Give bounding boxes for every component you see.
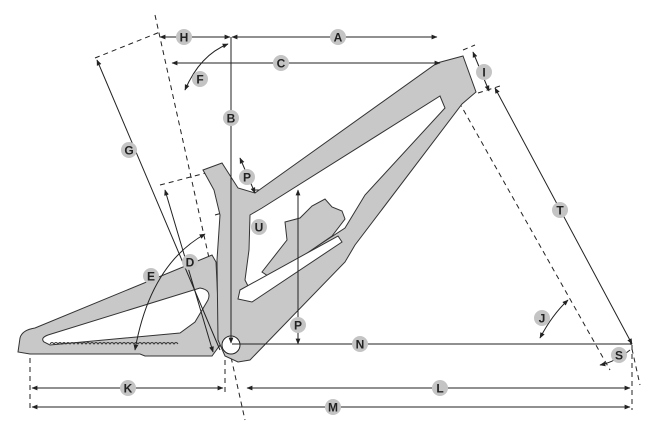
dimension-label-s: S (611, 347, 627, 363)
svg-text:K: K (124, 382, 133, 396)
svg-text:B: B (227, 112, 236, 126)
dimension-label-i: I (476, 64, 492, 80)
dimension-label-f: F (192, 71, 208, 87)
dimension-label-l: L (432, 380, 448, 396)
svg-text:N: N (356, 338, 365, 352)
dimension-label-p: P (290, 317, 306, 333)
dimension-label-m: M (325, 399, 341, 415)
dimension-label-u: U (251, 219, 267, 235)
dimension-label-t: T (552, 202, 568, 218)
svg-text:P: P (294, 319, 302, 333)
dimension-label-d: D (182, 254, 198, 270)
svg-text:D: D (186, 256, 195, 270)
dimension-label-h: H (176, 29, 192, 45)
svg-text:I: I (482, 66, 485, 80)
dimension-label-c: C (273, 55, 289, 71)
svg-text:E: E (147, 270, 155, 284)
svg-text:F: F (196, 73, 203, 87)
svg-text:S: S (615, 349, 623, 363)
dimension-labels: H A F C I B G P U T E D J P N S K L M (120, 29, 627, 415)
dimension-label-n: N (352, 336, 368, 352)
svg-text:J: J (539, 312, 546, 326)
rear-triangle (17, 254, 221, 357)
dimension-label-a: A (330, 29, 346, 45)
shock (261, 198, 346, 277)
dimension-label-g: G (121, 142, 137, 158)
dimension-label-k: K (120, 380, 136, 396)
dimension-label-j: J (534, 310, 550, 326)
svg-text:L: L (436, 382, 443, 396)
dimension-label-p: P (239, 169, 255, 185)
svg-text:U: U (255, 221, 264, 235)
main-frame (202, 55, 477, 363)
svg-text:H: H (180, 31, 189, 45)
dimension-label-e: E (143, 268, 159, 284)
svg-text:T: T (556, 204, 564, 218)
svg-text:A: A (334, 31, 343, 45)
svg-text:P: P (243, 171, 251, 185)
dimension-label-b: B (223, 110, 239, 126)
svg-text:G: G (124, 144, 133, 158)
svg-text:C: C (277, 57, 286, 71)
svg-text:M: M (328, 401, 338, 415)
